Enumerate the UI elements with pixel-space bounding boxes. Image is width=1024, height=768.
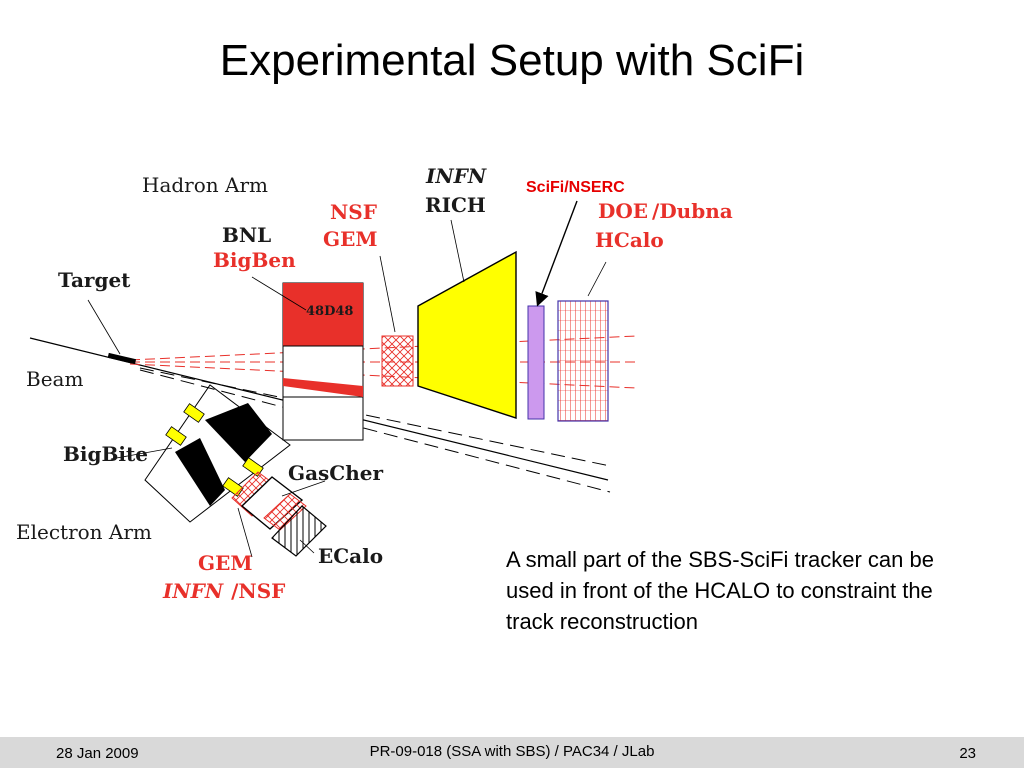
infn-bottom-text: INFN: [162, 579, 224, 603]
gem-top-detector: [381, 335, 414, 387]
dubna-text: /Dubna: [652, 199, 733, 223]
footer-date: 28 Jan 2009: [56, 745, 139, 762]
caption-text: A small part of the SBS-SciFi tracker ca…: [506, 547, 934, 634]
target-label: Target: [58, 268, 131, 292]
pointer-lines: [87, 200, 607, 558]
bnl-label: BNL: [222, 223, 271, 247]
bigbite-label: BigBite: [63, 442, 148, 466]
footer-center-text: PR-09-018 (SSA with SBS) / PAC34 / JLab: [369, 743, 655, 760]
gem-bottom-label: GEM: [198, 551, 252, 575]
gascher-label: GasCher: [288, 461, 383, 485]
page-number: 23: [959, 745, 976, 762]
bigben-magnet: [282, 282, 364, 441]
infn-top-label: INFN: [425, 164, 487, 188]
hcalo-detector: [557, 300, 609, 422]
doe-label: DOE/Dubna: [598, 199, 733, 223]
infn-nsf-bottom-label: INFN/NSF: [162, 579, 285, 603]
nsf-bottom-text: /NSF: [231, 579, 285, 603]
magnet-label: 48D48: [306, 304, 353, 319]
beam-label: Beam: [26, 367, 83, 391]
page-title: Experimental Setup with SciFi: [219, 36, 805, 85]
scifi-label: SciFi/NSERC: [526, 179, 625, 196]
target-cell: [107, 352, 137, 365]
hcalo-label: HCalo: [595, 228, 664, 252]
hadron-arm-label: Hadron Arm: [142, 173, 268, 197]
rich-detector: [417, 250, 517, 419]
electron-arm-detectors: [231, 471, 327, 557]
nsf-top-label: NSF: [330, 200, 377, 224]
gem-top-label: GEM: [323, 227, 377, 251]
doe-text: DOE: [598, 199, 648, 223]
scifi-tracker: [527, 305, 545, 420]
bigbite-spectrometer: [144, 384, 291, 523]
electron-arm-label: Electron Arm: [16, 520, 152, 544]
ecalo-label: ECalo: [318, 544, 383, 568]
bigben-label: BigBen: [213, 248, 296, 272]
footer-bar: 28 Jan 2009 PR-09-018 (SSA with SBS) / P…: [0, 737, 1024, 768]
rich-label: RICH: [425, 193, 486, 217]
